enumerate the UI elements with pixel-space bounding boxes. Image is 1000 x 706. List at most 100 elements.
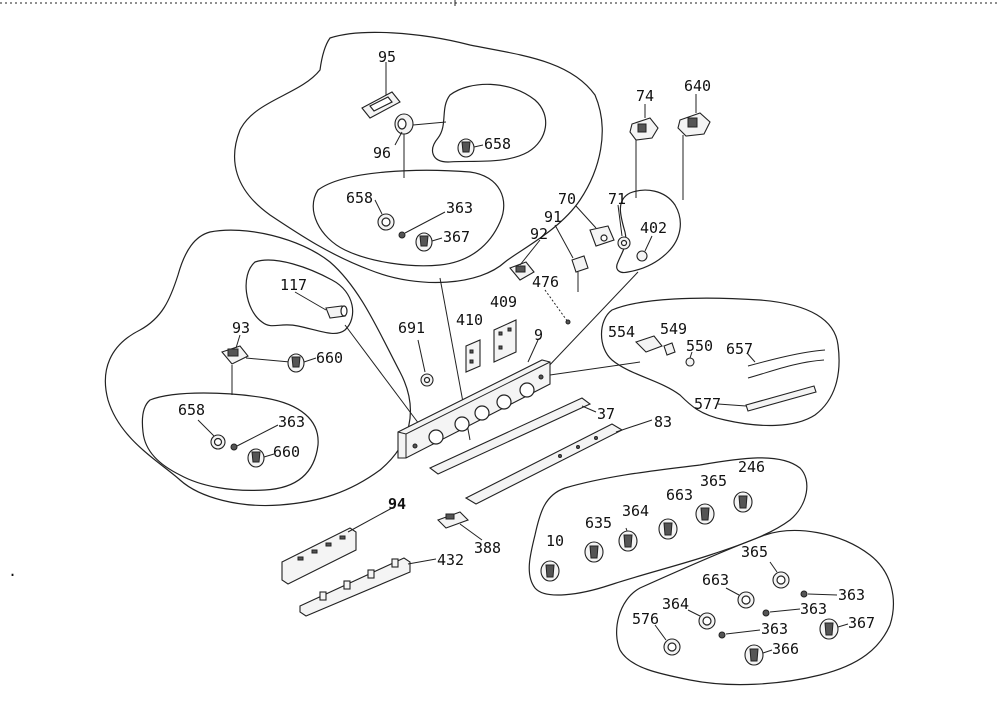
label-658-left: 658 [178,401,205,419]
top-group-outline [234,31,603,284]
label-663-lower: 663 [702,571,729,589]
switch-93 [221,345,249,365]
right-group-outline [600,297,840,427]
label-70: 70 [558,190,576,208]
wire-657 [747,349,826,379]
rod-577 [745,385,817,412]
label-93: 93 [232,319,250,337]
strip-83 [464,423,624,505]
label-657: 657 [726,340,753,358]
label-554: 554 [608,323,635,341]
ring-658-top-inner [377,213,395,231]
knob-660-left [287,353,305,373]
switch-91 [571,255,589,273]
label-658-top-inner: 658 [346,189,373,207]
label-660-left-lower: 660 [273,443,300,461]
knob-366 [744,644,764,666]
knob-group-lower-outline [616,529,894,686]
top-inner-right-outline [431,83,547,163]
ring-663-lower [737,591,755,609]
knob-635 [584,541,604,563]
label-10: 10 [546,532,564,550]
switch-554 [634,335,663,353]
label-91: 91 [544,208,562,226]
label-640: 640 [684,77,711,95]
label-366: 366 [772,640,799,658]
label-363-left: 363 [278,413,305,431]
label-409: 409 [490,293,517,311]
label-577: 577 [694,395,721,413]
knob-365-upper [695,503,715,525]
bracket-94 [281,527,357,585]
lamp-549 [663,342,676,356]
ring-364-lower [698,612,716,630]
label-576: 576 [632,610,659,628]
label-432: 432 [437,551,464,569]
spring-363-left [230,443,238,451]
knob-367-top [415,232,433,252]
label-363-mid: 363 [800,600,827,618]
knob-663-upper [658,518,678,540]
label-549: 549 [660,320,687,338]
sticker-410 [465,339,481,373]
clip-388 [437,511,469,529]
switch-92 [509,261,535,281]
label-363-top: 363 [446,199,473,217]
label-660-left: 660 [316,349,343,367]
wire-476 [544,289,569,323]
knob-367-lower [819,618,839,640]
valve-402 [636,250,648,262]
label-364-lower: 364 [662,595,689,613]
label-402: 402 [640,219,667,237]
label-365-lower: 365 [741,543,768,561]
control-panel-9 [397,359,551,459]
bracket-432 [299,557,411,617]
knob-group-upper-outline [528,457,808,596]
label-363-right: 363 [838,586,865,604]
knob-658-top [457,138,475,158]
label-246: 246 [738,458,765,476]
washer-691 [420,373,434,387]
label-363-low: 363 [761,620,788,638]
ring-576 [663,638,681,656]
label-410: 410 [456,311,483,329]
clock-display-95 [361,91,401,119]
label-37: 37 [597,405,615,423]
label-71: 71 [608,190,626,208]
left-inner-top-outline [245,259,354,334]
left-inner-bottom-outline [141,392,319,491]
label-9: 9 [534,326,543,344]
ring-550 [685,357,695,367]
ring-658-left [210,434,226,450]
label-95: 95 [378,48,396,66]
ring-365-lower [772,571,790,589]
stray-mark: · [8,566,17,584]
timer-96 [394,113,414,135]
label-367-lower: 367 [848,614,875,632]
ignition-unit-70 [589,225,615,247]
bushing-71 [617,236,631,250]
label-92: 92 [530,225,548,243]
label-691: 691 [398,319,425,337]
label-550: 550 [686,337,713,355]
label-663-upper: 663 [666,486,693,504]
left-group-outline [104,229,411,507]
top-inner-lower-outline [312,169,505,267]
light-117 [325,305,348,319]
label-74: 74 [636,87,654,105]
strip-37 [428,397,592,475]
spring-363-top [398,231,406,239]
label-658-top: 658 [484,135,511,153]
spring-363-low [718,631,726,639]
thermostat-74 [629,117,659,141]
spring-363-right [800,590,808,598]
label-635: 635 [585,514,612,532]
label-83: 83 [654,413,672,431]
knob-10 [540,560,560,582]
label-364-upper: 364 [622,502,649,520]
sticker-409 [493,319,517,363]
knob-660-left-lower [247,448,265,468]
knob-364-upper [618,530,638,552]
label-367-top: 367 [443,228,470,246]
